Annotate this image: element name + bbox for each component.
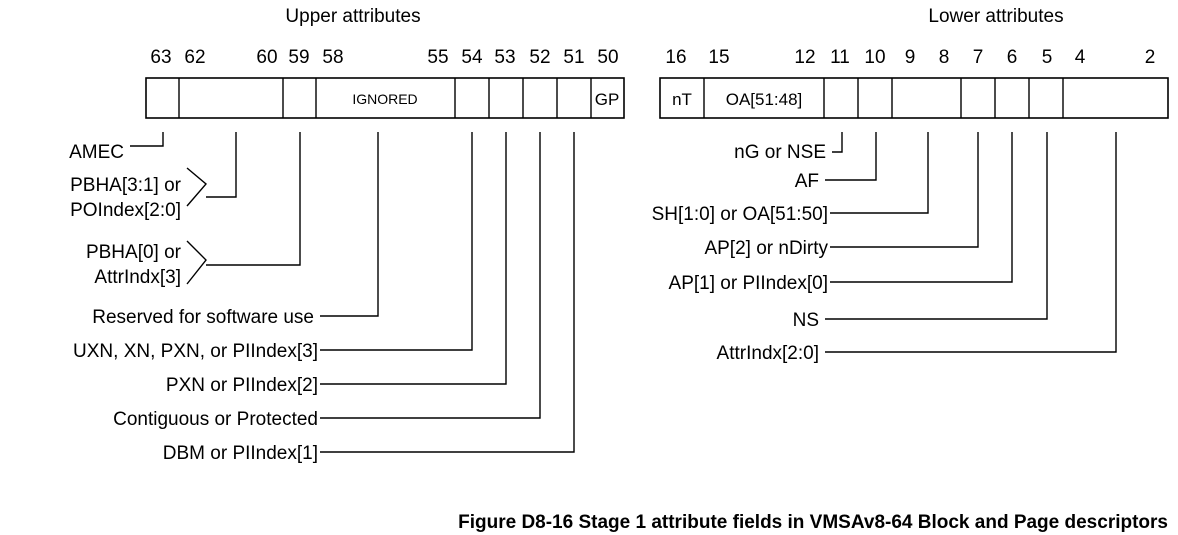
- lower-register-outline: [659, 77, 1169, 119]
- leader-ap1: [830, 132, 1013, 283]
- lower-leader-lines: [825, 132, 1117, 353]
- bit-50: 50: [597, 47, 618, 68]
- bit-4: 4: [1075, 47, 1086, 68]
- bit-9: 9: [905, 47, 916, 68]
- bit-8: 8: [939, 47, 950, 68]
- lower-register-box: nT OA[51:48]: [659, 77, 1169, 119]
- label-ng: nG or NSE: [734, 142, 826, 163]
- label-pbha0-line1: PBHA[0] or: [86, 242, 182, 263]
- bit-16: 16: [665, 47, 686, 68]
- leader-pbha0: [206, 132, 301, 266]
- label-reserved-software: Reserved for software use: [92, 307, 314, 328]
- bit-2: 2: [1145, 47, 1156, 68]
- bit-59: 59: [288, 47, 309, 68]
- label-ap2: AP[2] or nDirty: [704, 238, 828, 259]
- upper-field-labels: AMEC PBHA[3:1] or POIndex[2:0] PBHA[0] o…: [69, 142, 318, 464]
- leader-ng: [832, 132, 843, 153]
- leader-ap2: [830, 132, 979, 248]
- label-pxn: PXN or PIIndex[2]: [166, 375, 318, 396]
- label-ap1: AP[1] or PIIndex[0]: [669, 273, 828, 294]
- nt-field: nT: [672, 90, 692, 109]
- leader-pbha31: [206, 132, 237, 198]
- label-af: AF: [795, 171, 819, 192]
- lower-field-labels: nG or NSE AF SH[1:0] or OA[51:50] AP[2] …: [652, 142, 829, 364]
- bit-5: 5: [1042, 47, 1053, 68]
- leader-reserved: [320, 132, 379, 317]
- oa-field: OA[51:48]: [726, 90, 803, 109]
- bit-6: 6: [1007, 47, 1018, 68]
- bit-15: 15: [708, 47, 729, 68]
- label-sh: SH[1:0] or OA[51:50]: [652, 204, 828, 225]
- bracket-pbha31: [186, 167, 207, 207]
- bit-51: 51: [563, 47, 584, 68]
- leader-af: [825, 132, 877, 181]
- lower-bit-numbers: 16 15 12 11 10 9 8 7 6 5 4 2: [665, 47, 1155, 68]
- upper-leader-lines: [130, 132, 575, 453]
- label-amec: AMEC: [69, 142, 124, 163]
- bit-10: 10: [864, 47, 885, 68]
- leader-uxn: [320, 132, 473, 351]
- upper-attributes-title: Upper attributes: [285, 6, 420, 27]
- label-ns: NS: [793, 310, 819, 331]
- bit-11: 11: [830, 47, 850, 68]
- upper-register-outline: [145, 77, 625, 119]
- leader-pxn: [320, 132, 507, 385]
- label-pbha31-line1: PBHA[3:1] or: [70, 175, 182, 196]
- bit-62: 62: [184, 47, 205, 68]
- leader-dbm: [320, 132, 575, 453]
- lower-attributes-title: Lower attributes: [928, 6, 1063, 27]
- label-attrindx: AttrIndx[2:0]: [717, 343, 819, 364]
- bit-54: 54: [461, 47, 483, 68]
- gp-field: GP: [595, 90, 620, 109]
- ignored-field: IGNORED: [352, 91, 417, 107]
- bit-58: 58: [322, 47, 343, 68]
- bit-53: 53: [494, 47, 515, 68]
- leader-contiguous: [320, 132, 541, 419]
- label-pbha31-line2: POIndex[2:0]: [70, 200, 181, 221]
- leader-attrindx: [825, 132, 1117, 353]
- figure-caption: Figure D8-16 Stage 1 attribute fields in…: [458, 512, 1168, 533]
- leader-sh: [830, 132, 929, 214]
- bit-55: 55: [427, 47, 448, 68]
- bit-7: 7: [973, 47, 984, 68]
- bit-60: 60: [256, 47, 277, 68]
- label-pbha0-line2: AttrIndx[3]: [94, 267, 181, 288]
- leader-amec: [130, 132, 164, 147]
- upper-register-box: IGNORED GP: [145, 77, 625, 119]
- label-dbm: DBM or PIIndex[1]: [163, 443, 318, 464]
- leader-ns: [825, 132, 1048, 320]
- label-uxn: UXN, XN, PXN, or PIIndex[3]: [73, 341, 318, 362]
- label-contiguous: Contiguous or Protected: [113, 409, 318, 430]
- bit-63: 63: [150, 47, 171, 68]
- upper-bit-numbers: 63 62 60 59 58 55 54 53 52 51 50: [150, 47, 618, 68]
- bit-52: 52: [529, 47, 550, 68]
- bit-12: 12: [794, 47, 815, 68]
- bracket-pbha0: [186, 240, 207, 285]
